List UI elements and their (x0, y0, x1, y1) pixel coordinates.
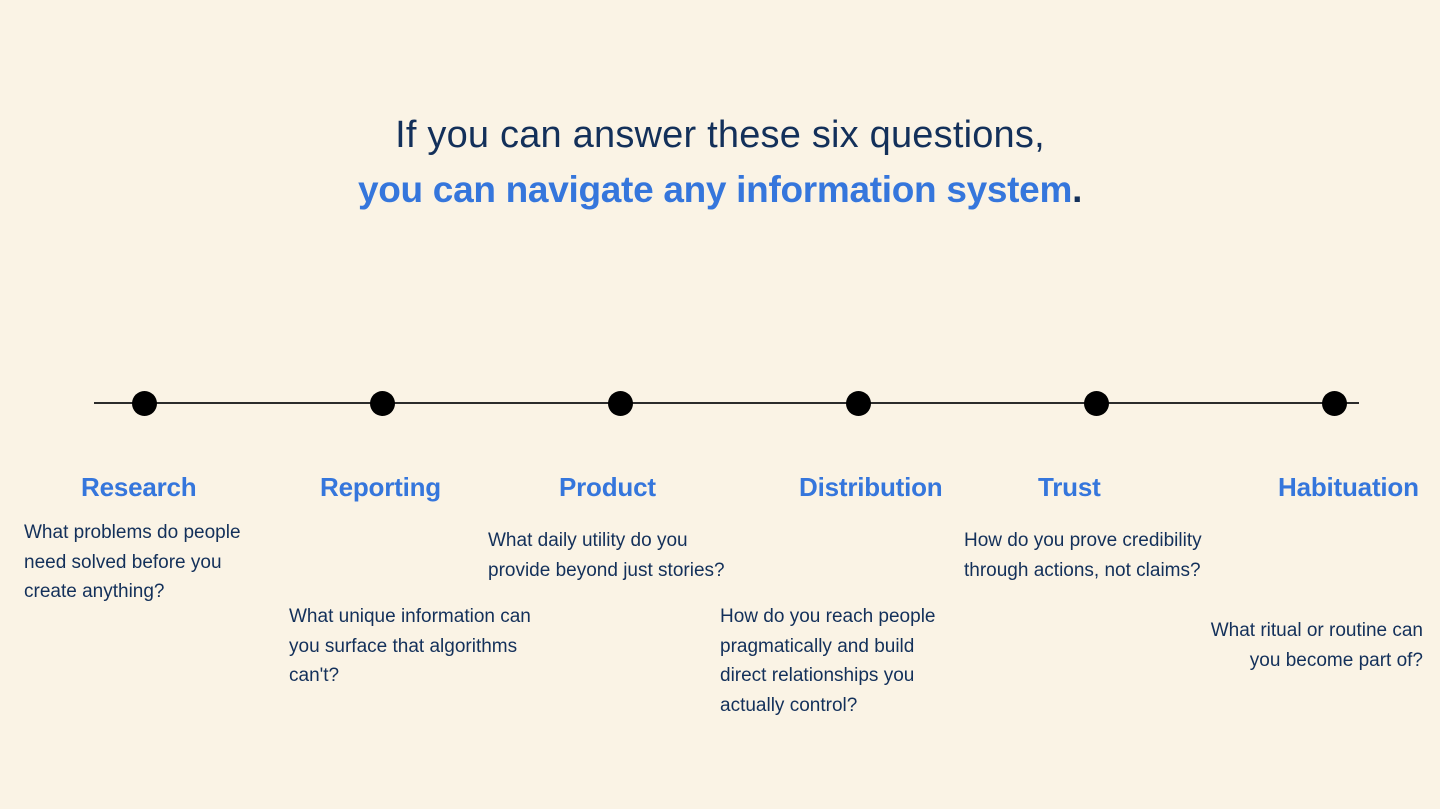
timeline-line (94, 402, 1359, 404)
stage-question-habituation: What ritual or routine can you become pa… (1210, 620, 1423, 671)
headline-line-1: If you can answer these six questions, (395, 114, 1045, 156)
timeline-dot-trust (1084, 391, 1109, 416)
timeline-dot-reporting (370, 391, 395, 416)
timeline-dot-product (608, 391, 633, 416)
headline-period: . (1072, 169, 1083, 210)
stage-question-research: What problems do people need solved befo… (24, 522, 241, 602)
timeline-dot-distribution (846, 391, 871, 416)
stage-title-reporting: Reporting (320, 472, 441, 502)
headline-accent-text: you can navigate any information system (357, 169, 1073, 210)
timeline-dot-habituation (1322, 391, 1347, 416)
stage-question-reporting: What unique information can you surface … (289, 606, 531, 686)
headline-line-2: you can navigate any information system. (0, 169, 1440, 211)
stage-title-trust: Trust (1038, 472, 1101, 502)
stage-question-distribution: How do you reach people pragmatically an… (720, 606, 936, 716)
stage-question-product: What daily utility do you provide beyond… (488, 530, 725, 581)
stage-title-research: Research (81, 472, 197, 502)
stage-title-habituation: Habituation (1278, 472, 1419, 502)
stage-title-product: Product (559, 472, 656, 502)
stage-title-distribution: Distribution (799, 472, 943, 502)
stage-question-trust: How do you prove credibility through act… (964, 530, 1202, 581)
timeline-dot-research (132, 391, 157, 416)
